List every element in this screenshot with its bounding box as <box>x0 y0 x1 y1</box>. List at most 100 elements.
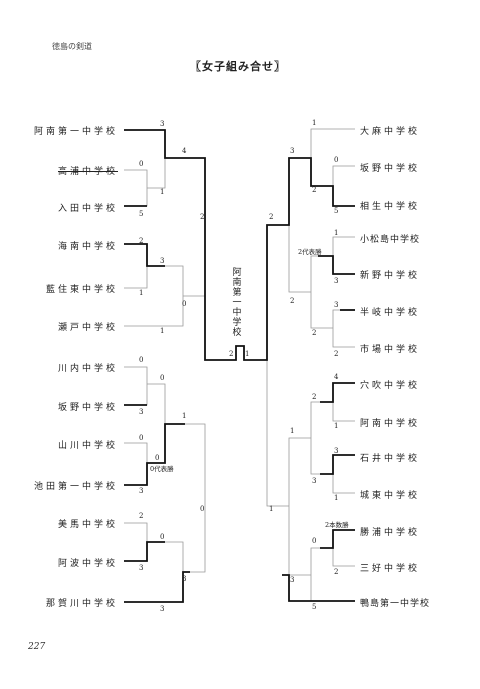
left-bracket-r3 <box>124 243 148 289</box>
score: 0 <box>160 374 165 382</box>
right-win-2 <box>318 255 355 275</box>
left-team-12: 阿波中学校 <box>57 559 118 569</box>
score: 0 <box>334 156 339 164</box>
score: 2 <box>200 213 205 221</box>
left-team-13: 那賀川中学校 <box>45 599 118 609</box>
page-number: 227 <box>28 642 46 652</box>
right-bracket-r9 <box>310 401 333 475</box>
right-team-5: 新野中学校 <box>360 271 421 281</box>
right-win-5 <box>320 454 355 475</box>
score: 3 <box>160 257 165 265</box>
left-bracket-r1 <box>124 169 148 207</box>
left-team-6: 瀬戸中学校 <box>57 323 118 333</box>
score: 1 <box>160 327 165 335</box>
right-team-10: 石井中学校 <box>360 454 421 464</box>
score: 3 <box>334 301 339 309</box>
left-bracket-r6 <box>124 366 148 406</box>
right-bracket-r13 <box>266 224 289 507</box>
right-team-3: 相生中学校 <box>360 202 421 212</box>
left-team-1: 阿南第一中学校 <box>33 127 118 137</box>
score: 1 <box>160 188 165 196</box>
score: 0 <box>200 505 205 513</box>
left-bracket-r11 <box>165 423 206 573</box>
right-bracket-r12 <box>288 437 311 576</box>
right-win-7 <box>282 574 355 602</box>
score: 3 <box>334 447 339 455</box>
score: 0 <box>160 533 165 541</box>
score: 0 <box>155 454 160 462</box>
right-bracket-r3 <box>332 236 355 275</box>
right-bracket-r4 <box>332 309 355 348</box>
champion-label: 阿南第一中学校 <box>232 268 242 338</box>
right-win-4 <box>320 382 355 403</box>
right-team-2: 坂野中学校 <box>360 164 421 174</box>
score: 3 <box>290 576 295 584</box>
score: 2 <box>290 297 295 305</box>
left-win-1 <box>124 129 240 361</box>
left-win-7 <box>124 571 190 603</box>
right-team-6: 半岐中学校 <box>360 308 421 318</box>
score: 3 <box>182 575 187 583</box>
left-bracket-r8 <box>147 383 166 464</box>
score: 3 <box>139 564 144 572</box>
score: 2 <box>312 393 317 401</box>
right-win-6 <box>320 529 355 549</box>
score: 3 <box>334 277 339 285</box>
score: 3 <box>160 120 165 128</box>
score: 0 <box>312 537 317 545</box>
right-bracket-r6 <box>288 157 311 293</box>
score: 1 <box>290 427 295 435</box>
right-bracket-r7 <box>332 382 355 422</box>
score: 1 <box>334 229 339 237</box>
note-right-rep: 2代表勝 <box>298 248 322 256</box>
right-bracket-r8 <box>332 454 355 494</box>
left-win-5 <box>124 423 185 486</box>
left-team-11: 美馬中学校 <box>57 520 118 530</box>
left-bracket-r4 <box>124 265 184 327</box>
right-team-12: 勝浦中学校 <box>360 528 421 538</box>
left-bracket-r10 <box>124 541 184 603</box>
left-win-3 <box>124 243 165 267</box>
score: 1 <box>334 494 339 502</box>
score: 3 <box>160 605 165 613</box>
right-team-14: 鴨島第一中学校 <box>360 599 431 609</box>
score: 3 <box>139 408 144 416</box>
score: 2 <box>312 329 317 337</box>
left-bracket-r7 <box>124 442 148 486</box>
right-bracket-r1 <box>332 165 355 207</box>
score: 5 <box>139 210 144 218</box>
note-right-hon: 2本数勝 <box>325 521 349 529</box>
score: 4 <box>334 373 339 381</box>
right-team-4: 小松島中学校 <box>360 235 421 245</box>
left-bracket-r2 <box>124 129 166 189</box>
score: 1 <box>269 505 274 513</box>
score: 2 <box>334 350 339 358</box>
score: 2 <box>312 186 317 194</box>
score: 2 <box>269 213 274 221</box>
score: 2 <box>334 568 339 576</box>
left-team-10: 池田第一中学校 <box>33 482 118 492</box>
score: 3 <box>139 487 144 495</box>
final-score-right: 1 <box>245 350 250 358</box>
score: 5 <box>312 603 317 611</box>
left-team-4: 海南中学校 <box>57 242 118 252</box>
left-win-6 <box>124 541 165 562</box>
right-team-11: 城東中学校 <box>360 491 421 501</box>
score: 0 <box>182 300 187 308</box>
score: 4 <box>182 147 187 155</box>
score: 1 <box>182 412 187 420</box>
right-team-8: 穴吹中学校 <box>360 381 421 391</box>
right-team-7: 市場中学校 <box>360 345 421 355</box>
page-title: 〖女子組み合せ〗 <box>190 60 286 73</box>
score: 0 <box>139 160 144 168</box>
final-score-left: 2 <box>229 350 234 358</box>
right-team-9: 阿南中学校 <box>360 419 421 429</box>
left-team-2: 高浦中学校 <box>57 167 118 177</box>
score: 2 <box>139 512 144 520</box>
note-left-rep: 0代表勝 <box>150 465 174 473</box>
score: 0 <box>139 434 144 442</box>
left-team-5: 藍住東中学校 <box>45 285 118 295</box>
score: 3 <box>290 147 295 155</box>
left-bracket-r5 <box>165 157 206 297</box>
